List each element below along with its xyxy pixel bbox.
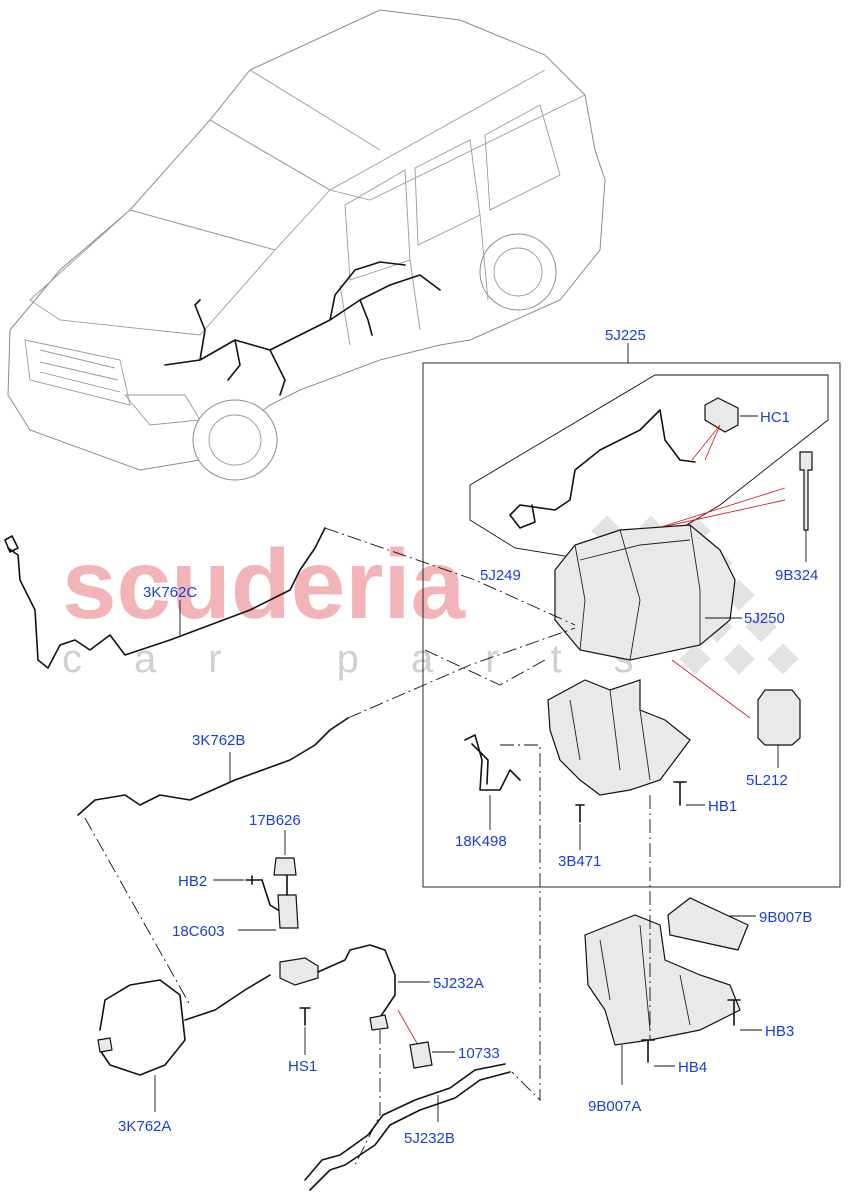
subgroup-5J249-frame xyxy=(469,374,829,566)
dash-3K762B-to-3K762A xyxy=(84,817,191,1006)
callout-3K762B: 3K762B xyxy=(192,732,245,749)
callout-10733: 10733 xyxy=(458,1045,500,1062)
group-5J225 xyxy=(422,343,841,888)
dash-3K762C-to-tank xyxy=(324,527,576,626)
pipe-3K762A xyxy=(99,974,271,1076)
callout-5J232A: 5J232A xyxy=(433,975,484,992)
red-leader-5L212 xyxy=(671,659,751,719)
watermark-main: scuderia xyxy=(62,529,467,639)
callout-9B007A: 9B007A xyxy=(588,1098,641,1115)
part-5J249-harness xyxy=(509,409,696,529)
callout-5J225: 5J225 xyxy=(605,327,646,344)
callout-5J232B: 5J232B xyxy=(404,1130,455,1147)
clip-10733 xyxy=(409,1041,433,1069)
red-leader-10733 xyxy=(397,1009,419,1046)
part-5J250-tank xyxy=(554,524,736,661)
callout-HB4: HB4 xyxy=(678,1059,707,1076)
hose-5J232A xyxy=(317,944,396,1021)
hose-5J232A-end xyxy=(369,1014,389,1031)
dash-3K762C-loop xyxy=(424,649,546,686)
part-10733 xyxy=(409,1041,455,1069)
vehicle-bonnet xyxy=(29,209,276,336)
dash-5J232A-to-5J232B xyxy=(354,1030,381,1166)
hose-5J232B xyxy=(309,1071,511,1191)
part-3B471-shield xyxy=(547,679,691,796)
red-leader-9B324 xyxy=(657,487,786,529)
part-9B007A xyxy=(584,914,741,1046)
callout-HC1: HC1 xyxy=(760,409,790,426)
part-3K762A xyxy=(97,974,271,1112)
callout-labels: 5J225 HC1 9B324 5J249 5J250 3K762C 5L212… xyxy=(118,327,818,1147)
part-3K762B xyxy=(77,717,349,816)
callout-18K498: 18K498 xyxy=(455,833,507,850)
fastener-HS1 xyxy=(299,1007,311,1026)
part-9B007B xyxy=(667,897,749,951)
vehicle-harness xyxy=(164,261,441,396)
callout-HB2: HB2 xyxy=(178,873,207,890)
fastener-HB4 xyxy=(641,1039,655,1063)
callout-18C603: 18C603 xyxy=(172,923,225,940)
part-17B626 xyxy=(273,857,297,876)
pipe-3K762B xyxy=(77,717,349,816)
callout-3K762C: 3K762C xyxy=(143,584,197,601)
connection-lines xyxy=(84,527,651,1166)
callout-3B471: 3B471 xyxy=(558,853,601,870)
callout-9B324: 9B324 xyxy=(775,567,818,584)
dash-3K762B-to-tank xyxy=(347,627,576,719)
part-5J250-detail xyxy=(574,524,701,661)
vehicle-door-lines xyxy=(339,214,489,346)
pipe-3K762A-connector xyxy=(97,1037,113,1053)
part-3B471-detail xyxy=(569,689,651,781)
part-5J232B xyxy=(304,1063,511,1191)
group-5J225-frame xyxy=(422,362,841,888)
part-18K498-hose xyxy=(464,734,521,791)
callout-5J249: 5J249 xyxy=(480,567,521,584)
callout-5L212: 5L212 xyxy=(746,772,788,789)
part-18C603 xyxy=(277,894,299,929)
pipe-3K762C-end xyxy=(4,535,19,553)
callout-HB3: HB3 xyxy=(765,1023,794,1040)
bracket-assembly xyxy=(213,830,319,1055)
pipe-3K762C xyxy=(7,527,326,669)
fastener-HB1 xyxy=(673,781,687,806)
part-18K498-hose-outer xyxy=(471,743,489,785)
callout-9B007B: 9B007B xyxy=(759,909,812,926)
fastener-HB2 xyxy=(245,875,263,885)
part-9B007A-detail xyxy=(599,924,691,1031)
vehicle-illustration xyxy=(7,9,606,481)
callout-HS1: HS1 xyxy=(288,1058,317,1075)
dash-18K498-to-5J232B xyxy=(500,744,541,1102)
part-5L212 xyxy=(757,689,801,746)
red-leader-HC1 xyxy=(691,424,721,461)
part-3K762C xyxy=(4,527,326,669)
vehicle-rear-wheel xyxy=(479,233,557,311)
vehicle-grille xyxy=(24,339,131,406)
shield-assembly xyxy=(584,897,762,1085)
callout-HB1: HB1 xyxy=(708,798,737,815)
vehicle-rear-rim xyxy=(493,247,543,297)
part-5J232A xyxy=(317,944,430,1046)
vehicle-front-rim xyxy=(208,414,262,466)
part-9B324 xyxy=(799,451,813,531)
callout-5J250: 5J250 xyxy=(744,610,785,627)
callout-17B626: 17B626 xyxy=(249,812,301,829)
hose-5J232B-outer xyxy=(304,1063,506,1181)
part-HC1 xyxy=(704,397,739,433)
valve-block xyxy=(279,957,319,986)
fastener-3B471 xyxy=(575,804,585,823)
bracket-link xyxy=(261,874,288,911)
vehicle-body xyxy=(7,9,606,471)
fastener-HB3 xyxy=(727,999,741,1026)
callout-3K762A: 3K762A xyxy=(118,1118,171,1135)
vehicle-front-wheel xyxy=(192,399,278,481)
